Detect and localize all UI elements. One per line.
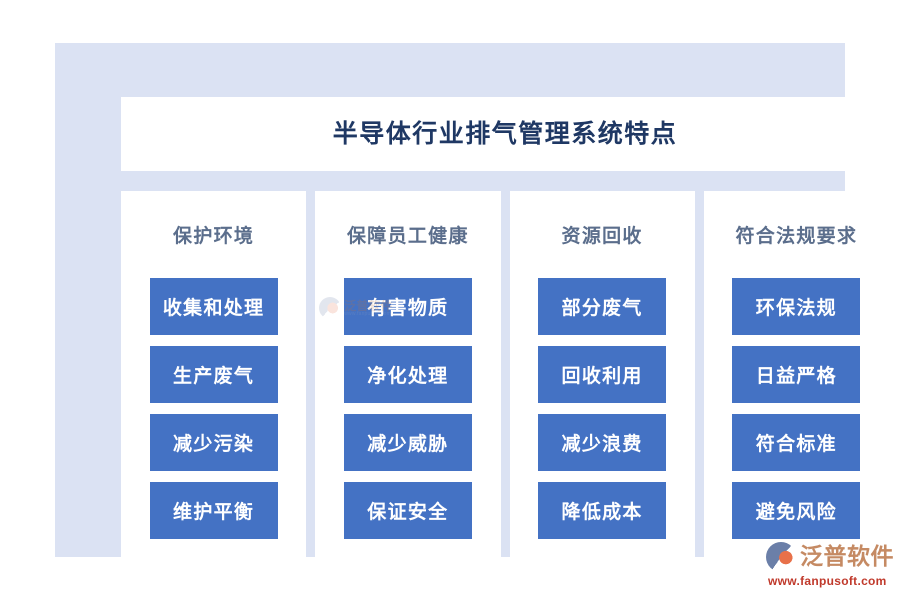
column-card-4: 符合法规要求 环保法规 日益严格 符合标准 避免风险 bbox=[703, 191, 889, 562]
item-list: 有害物质 净化处理 减少威胁 保证安全 bbox=[343, 278, 472, 539]
item-chip[interactable]: 部分废气 bbox=[538, 278, 667, 335]
fanpu-logo-icon bbox=[766, 541, 796, 572]
brand-url: www.fanpusoft.com bbox=[768, 573, 887, 588]
item-chip[interactable]: 净化处理 bbox=[343, 346, 472, 403]
item-list: 收集和处理 生产废气 减少污染 维护平衡 bbox=[149, 278, 278, 539]
column-header: 保障员工健康 bbox=[346, 226, 469, 247]
column-header: 符合法规要求 bbox=[735, 226, 858, 247]
item-chip[interactable]: 保证安全 bbox=[343, 482, 472, 539]
brand-logo-row: 泛普软件 bbox=[766, 541, 894, 572]
item-chip[interactable]: 回收利用 bbox=[538, 346, 667, 403]
item-chip[interactable]: 日益严格 bbox=[732, 346, 861, 403]
item-chip[interactable]: 收集和处理 bbox=[149, 278, 278, 335]
item-chip[interactable]: 环保法规 bbox=[732, 278, 861, 335]
columns-row: 保护环境 收集和处理 生产废气 减少污染 维护平衡 泛普软件 www.fanpu… bbox=[121, 191, 889, 562]
item-chip[interactable]: 维护平衡 bbox=[149, 482, 278, 539]
item-list: 部分废气 回收利用 减少浪费 降低成本 bbox=[538, 278, 667, 539]
column-header: 资源回收 bbox=[561, 226, 643, 247]
item-list: 环保法规 日益严格 符合标准 避免风险 bbox=[732, 278, 861, 539]
column-card-2: 泛普软件 www.fanpusoft.com 保障员工健康 有害物质 净化处理 … bbox=[315, 191, 501, 562]
item-chip[interactable]: 减少威胁 bbox=[343, 414, 472, 471]
item-chip[interactable]: 符合标准 bbox=[732, 414, 861, 471]
column-card-1: 保护环境 收集和处理 生产废气 减少污染 维护平衡 bbox=[121, 191, 307, 562]
brand-name: 泛普软件 bbox=[800, 543, 894, 569]
title-card: 半导体行业排气管理系统特点 bbox=[121, 97, 889, 171]
infographic-frame: 半导体行业排气管理系统特点 保护环境 收集和处理 生产废气 减少污染 维护平衡 … bbox=[55, 43, 889, 562]
item-chip[interactable]: 减少污染 bbox=[149, 414, 278, 471]
brand-logo: 泛普软件 www.fanpusoft.com bbox=[766, 536, 894, 592]
column-header: 保护环境 bbox=[173, 226, 255, 247]
item-chip[interactable]: 有害物质 bbox=[343, 278, 472, 335]
item-chip[interactable]: 减少浪费 bbox=[538, 414, 667, 471]
item-chip[interactable]: 降低成本 bbox=[538, 482, 667, 539]
column-card-3: 资源回收 部分废气 回收利用 减少浪费 降低成本 bbox=[509, 191, 695, 562]
item-chip[interactable]: 避免风险 bbox=[732, 482, 861, 539]
item-chip[interactable]: 生产废气 bbox=[149, 346, 278, 403]
page-title: 半导体行业排气管理系统特点 bbox=[332, 119, 678, 148]
fanpu-logo-icon bbox=[319, 297, 342, 319]
